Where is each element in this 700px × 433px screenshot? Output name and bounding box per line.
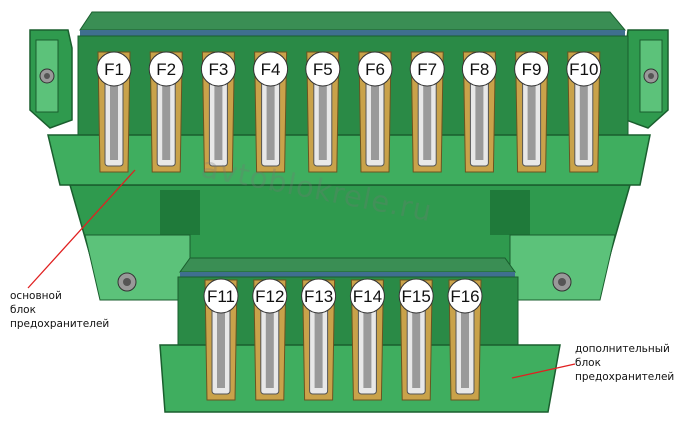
fuse-label-circle [514,51,550,87]
fuse-element [363,290,372,388]
fuse-label: F1 [104,60,124,79]
fuse-label: F4 [261,60,281,79]
fuse-element [162,62,171,160]
fuse-label: F8 [469,60,489,79]
fuse-label-circle [253,51,289,87]
fuse-label: F6 [365,60,385,79]
fuse-label: F9 [522,60,542,79]
fuse-label-circle [409,51,445,87]
fuse-f8: F8 [461,51,497,173]
fuse-f15: F15 [398,278,434,401]
caption-line: предохранителей [10,318,110,330]
fuse-label: F16 [450,287,479,306]
fuse-label: F11 [207,287,235,306]
fuse-element [527,62,536,160]
bolt-icon [39,68,55,84]
fuse-label: F2 [156,60,176,79]
bolt-icon [117,272,137,292]
fuse-element [318,62,327,160]
fuse-label: F5 [313,60,333,79]
fuse-element [371,62,379,160]
fuse-label-circle [566,51,602,87]
fuse-f11: F11 [203,278,239,401]
fuse-f12: F12 [252,278,288,401]
caption-line: дополнительный [575,343,670,355]
fuse-label-circle [357,51,393,87]
fuse-f10: F10 [566,51,602,173]
fuse-f14: F14 [349,278,385,401]
fuse-label-circle [200,51,236,87]
fuse-label-circle [398,278,434,314]
extra-block-caption: дополнительный блок предохранителей [575,342,674,384]
fuse-element [110,62,118,160]
caption-line: предохранителей [575,371,675,383]
fuse-label: F13 [304,287,333,306]
bolt-icon [643,68,659,84]
main-block-caption: основной блок предохранителей [10,289,109,331]
fuse-f5: F5 [305,51,341,173]
fuse-f7: F7 [409,51,445,173]
fuse-label: F3 [208,60,228,79]
fuse-element [217,290,225,388]
fuse-f9: F9 [514,51,550,173]
fuse-element [266,62,275,160]
caption-line: основной [10,290,62,302]
fuse-element [579,62,588,160]
bolt-icon [552,272,572,292]
fuse-label: F15 [402,287,431,306]
fuse-label: F12 [255,287,284,306]
fuse-element [412,290,421,388]
fuse-label-circle [148,51,184,87]
fuse-element [461,290,469,388]
leader-line-main [27,169,136,289]
fuse-label-circle [305,51,341,87]
fuse-f1: F1 [96,51,132,173]
fuse-f16: F16 [447,278,483,401]
fuse-label-circle [252,278,288,314]
fuse-label-circle [301,278,337,314]
fuse-element [475,62,484,160]
fuse-f6: F6 [357,51,393,173]
fuse-label-circle [349,278,385,314]
fuse-element [214,62,223,160]
fuse-label-circle [461,51,497,87]
main-fuse-block: F1 F2 F3 F4 F5 F6 F7 F8 F9 F10 [47,11,651,186]
fuse-label-circle [96,51,132,87]
fuse-f2: F2 [148,51,184,173]
leader-line-extra [511,363,576,379]
caption-line: блок [575,357,601,369]
fuse-f13: F13 [301,278,337,401]
fuse-element [423,62,432,160]
extra-fuse-block: F11 F12 F13 F14 F15 F16 [159,257,561,413]
fuse-label-circle [447,278,483,314]
fuse-label: F14 [353,287,382,306]
fuse-label: F10 [569,60,598,79]
fuse-label-circle [203,278,239,314]
fuse-element [265,290,274,388]
fuse-label: F7 [417,60,437,79]
fuse-f3: F3 [200,51,236,173]
fuse-f4: F4 [253,51,289,173]
fuse-element [314,290,323,388]
caption-line: блок [10,304,36,316]
